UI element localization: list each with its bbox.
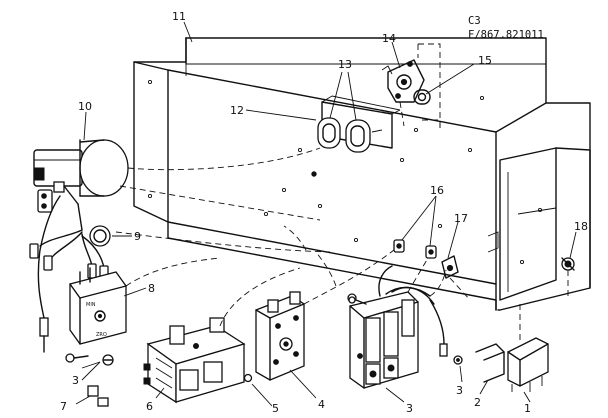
callout-9: 8 (148, 282, 155, 295)
callout-8: 7 (60, 400, 67, 413)
floor-terminal (393, 239, 459, 279)
timer-face-label-bottom: ZRO (96, 332, 107, 338)
callout-17: 16 (430, 184, 444, 197)
hardware-screws (65, 296, 463, 407)
callout-4: 3 (406, 402, 413, 415)
assembly-lines (115, 101, 569, 340)
callout-3-left: 3 (72, 374, 79, 387)
terminal-board (347, 265, 448, 389)
ref-number: F/867.821011 (468, 29, 544, 41)
callout-18: 17 (454, 212, 468, 225)
callout-14: 13 (338, 58, 352, 71)
switch-right (345, 119, 371, 153)
control-box-housing (133, 37, 591, 311)
callout-12: 11 (172, 10, 186, 23)
callout-16: 15 (478, 54, 492, 67)
callout-6: 5 (272, 402, 279, 415)
callout-19: 18 (574, 220, 588, 233)
timer-motor (33, 139, 129, 231)
callout-1: 1 (524, 402, 531, 415)
switch-mount-bracket (311, 95, 401, 177)
relay (255, 291, 305, 381)
ref-code: C3 (468, 15, 481, 27)
callout-3-right: 3 (456, 384, 463, 397)
timer-switch-block: MIN ZRO (69, 267, 127, 345)
callout-2: 2 (474, 396, 481, 409)
timer-face-label: MIN (86, 302, 96, 308)
callout-11: 10 (78, 100, 92, 113)
thermostat-switch (381, 43, 441, 128)
callout-13: 12 (230, 104, 244, 117)
callout-5: 4 (318, 398, 325, 411)
switch-left (317, 117, 341, 149)
transformer (143, 317, 246, 404)
callout-10: 9 (134, 230, 141, 243)
wiring-harness (29, 195, 111, 353)
lower-switch (475, 337, 549, 392)
callout-7: 6 (146, 400, 153, 413)
bracket-grommet (561, 257, 575, 271)
leader-lines (75, 21, 577, 407)
callout-15: 14 (382, 32, 396, 45)
callout-numbers: 11 12 13 14 15 10 9 8 16 17 18 3 7 6 5 4… (60, 10, 588, 415)
